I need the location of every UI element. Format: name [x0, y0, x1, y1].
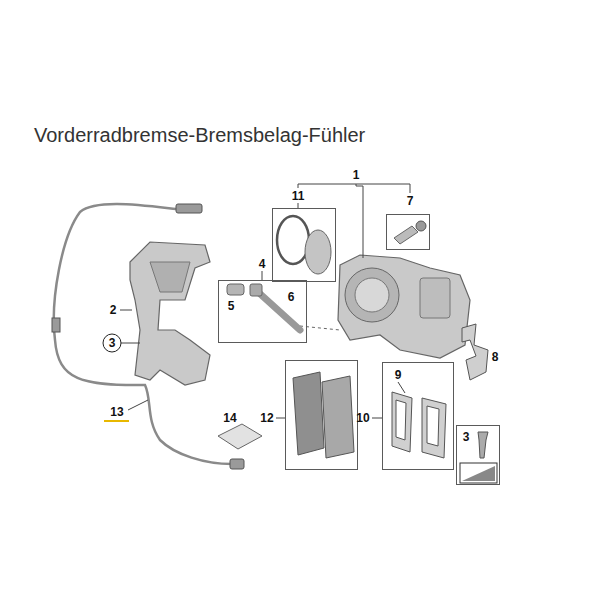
callout-number: 5 [228, 299, 235, 313]
group-box: 3 [456, 425, 500, 485]
group-box: 456 [218, 280, 307, 343]
sensor-tip [230, 459, 244, 469]
cylinder-bore [355, 278, 389, 312]
group-box: 12 [285, 360, 358, 470]
pad-clip [392, 392, 412, 452]
callout-number: 14 [223, 411, 236, 425]
callout-number: 7 [407, 194, 414, 208]
anti-rattle-spring [462, 324, 488, 380]
bleeder-screw [394, 226, 418, 244]
grease-packet [218, 424, 262, 449]
callout-number: 3 [109, 336, 116, 350]
callout-circle [103, 334, 121, 352]
pin-head [250, 284, 262, 296]
brake-pad [293, 372, 324, 455]
sensor-plug [176, 204, 202, 213]
callout-number: 6 [288, 290, 295, 304]
caliper-housing [420, 278, 450, 318]
assembly-line [300, 326, 340, 330]
callout-number: 10 [356, 411, 369, 425]
brake-caliper [338, 255, 470, 358]
brake-carrier [130, 242, 210, 385]
diagram-title: Vorderradbremse-Bremsbelag-Fühler [34, 123, 365, 147]
wire-clip [52, 318, 60, 332]
highlight-underline [104, 420, 129, 422]
bolt [478, 432, 488, 458]
group-box: 11 [272, 208, 336, 282]
brake-pad [322, 376, 354, 458]
group-box: 7 [386, 214, 430, 250]
pictogram-wedge [462, 466, 495, 481]
callout-number: 13 [110, 405, 123, 419]
callout-number: 2 [110, 303, 117, 317]
carrier-detail [150, 262, 190, 292]
seal-ring [277, 216, 309, 264]
callout-number: 12 [260, 411, 273, 425]
piston [305, 230, 331, 274]
sensor-wire [54, 204, 232, 464]
group-box: 109 [382, 362, 454, 470]
callout-number: 1 [353, 168, 360, 182]
callout-number: 8 [492, 350, 499, 364]
bleeder-cap [416, 221, 426, 231]
caliper-cylinder [345, 268, 399, 322]
pad-clip [422, 398, 446, 458]
pictogram [460, 463, 497, 483]
callout-number: 11 [292, 189, 305, 203]
callout-number: 4 [259, 257, 266, 271]
callout-number: 3 [463, 430, 470, 444]
guide-bushing [227, 284, 244, 295]
callout-number: 9 [395, 368, 402, 382]
